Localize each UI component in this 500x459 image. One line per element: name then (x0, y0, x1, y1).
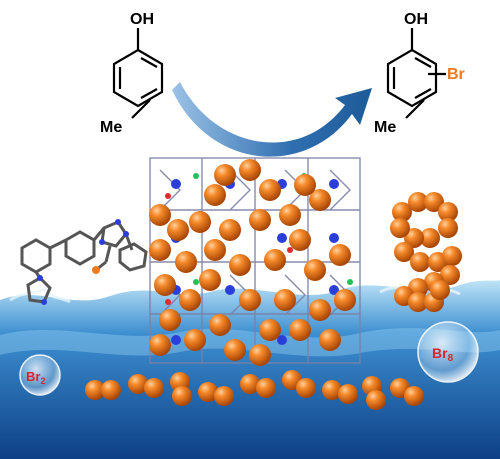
bromine-sphere (159, 309, 181, 331)
bromine-sphere (438, 218, 458, 238)
bromine-sphere (338, 384, 358, 404)
product-bromo-label: Br (447, 66, 465, 83)
bromine-sphere (366, 390, 386, 410)
reaction-arrow (172, 82, 372, 157)
bromine-sphere (204, 184, 226, 206)
bromine-sphere (249, 344, 271, 366)
bromine-sphere (279, 204, 301, 226)
bromine-sphere (214, 386, 234, 406)
bromine-sphere (296, 378, 316, 398)
bromine-sphere (424, 192, 444, 212)
bromine-sphere (198, 382, 218, 402)
ligand-atoms (37, 219, 129, 305)
product-hydroxyl-label: OH (404, 11, 428, 28)
bromine-sphere (404, 228, 424, 248)
bromine-sphere (175, 251, 197, 273)
bubble-left (19, 354, 61, 396)
bromine-sphere (209, 314, 231, 336)
bromine-sphere (249, 209, 271, 231)
bromine-sphere (322, 380, 342, 400)
water-surface (0, 280, 500, 459)
bromine-sphere (149, 204, 171, 226)
bromine-sphere (179, 289, 201, 311)
bromine-sphere (289, 229, 311, 251)
bromine-sphere (199, 269, 221, 291)
bromine-sphere (154, 274, 176, 296)
reactant-hydroxyl-label: OH (130, 11, 154, 28)
bromine-sphere (149, 239, 171, 261)
bromine-sphere (309, 189, 331, 211)
bromine-sphere (334, 289, 356, 311)
bromine-sphere (410, 252, 430, 272)
bromine-sphere (256, 378, 276, 398)
bromine-sphere (404, 386, 424, 406)
bromine-sphere (224, 339, 246, 361)
br8-chain-spheres (390, 192, 462, 312)
bromine-sphere (294, 174, 316, 196)
bubble-right-label-sub: 8 (448, 353, 454, 364)
bromine-sphere (408, 192, 428, 212)
bromine-sphere (329, 244, 351, 266)
bromine-sphere (214, 164, 236, 186)
bromine-sphere (442, 246, 462, 266)
bromine-sphere (85, 380, 105, 400)
bromine-sphere (204, 239, 226, 261)
bromine-sphere (420, 228, 440, 248)
bubble-left-label-main: Br (26, 369, 40, 384)
bromine-sphere (264, 249, 286, 271)
bromine-sphere (239, 159, 261, 181)
bromine-sphere (440, 265, 460, 285)
bromine-sphere (408, 292, 428, 312)
reactant-molecule (112, 28, 164, 119)
bromine-sphere (319, 329, 341, 351)
framework-bromine-spheres (149, 159, 356, 366)
bromine-sphere (101, 380, 121, 400)
reactant-methyl-label: Me (100, 119, 122, 136)
bubble-right-label: Br8 (432, 345, 454, 364)
bromine-sphere (309, 299, 331, 321)
water-highlight (0, 328, 500, 357)
product-molecule (386, 28, 446, 119)
bromine-sphere (430, 280, 450, 300)
bromine-sphere (239, 289, 261, 311)
br2-pair-spheres (85, 370, 424, 410)
bromine-sphere (438, 202, 458, 222)
bromine-sphere (219, 219, 241, 241)
bromine-sphere (304, 259, 326, 281)
bromine-sphere (390, 218, 410, 238)
bromine-sphere (394, 242, 414, 262)
bromine-sphere (189, 211, 211, 233)
bubble-right (417, 321, 479, 383)
bubble-right-label-main: Br (432, 345, 448, 361)
bromine-sphere (144, 378, 164, 398)
bromine-sphere (240, 374, 260, 394)
bromine-sphere (259, 179, 281, 201)
bromine-sphere (259, 319, 281, 341)
product-methyl-label: Me (374, 119, 396, 136)
bromine-sphere (289, 319, 311, 341)
bromine-sphere (184, 329, 206, 351)
bromine-sphere (167, 219, 189, 241)
bromine-sphere (392, 202, 412, 222)
bromine-sphere (274, 289, 296, 311)
bromine-sphere (172, 386, 192, 406)
bubble-left-label: Br2 (26, 369, 45, 386)
bubble-left-label-sub: 2 (40, 376, 45, 386)
bromine-sphere (149, 334, 171, 356)
bromine-sphere (128, 374, 148, 394)
water-splash-left (9, 285, 71, 304)
bromine-sphere (229, 254, 251, 276)
